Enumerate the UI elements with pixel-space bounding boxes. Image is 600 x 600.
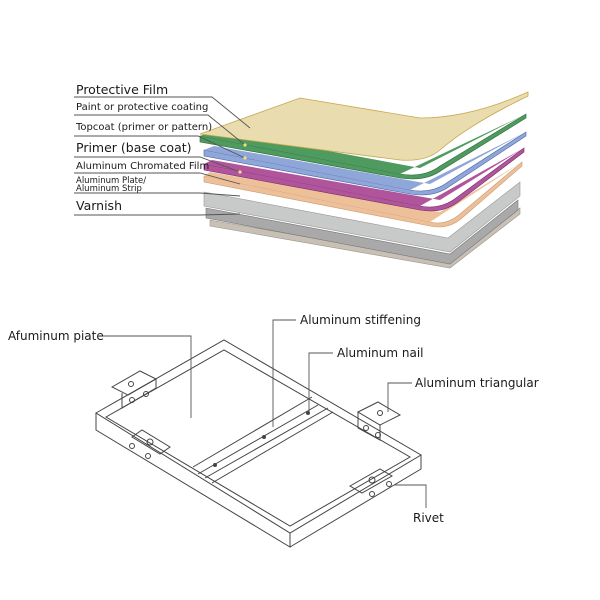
- label-aluminum-plate-panel: Afuminum piate: [8, 329, 104, 343]
- layer-stack: [199, 91, 529, 269]
- label-chromated-film: Aluminum Chromated Film: [76, 161, 210, 172]
- label-topcoat: Topcoat (primer or pattern): [76, 122, 213, 133]
- label-primer: Primer (base coat): [76, 140, 192, 155]
- label-varnish: Varnish: [76, 198, 122, 213]
- label-aluminum-nail: Aluminum nail: [337, 346, 424, 360]
- label-aluminum-plate: Aluminum Plate/: [76, 176, 147, 186]
- label-protective-film: Protective Film: [76, 82, 169, 97]
- label-aluminum-strip: Aluminum Strip: [76, 184, 142, 194]
- label-paint-coating: Paint or protective coating: [76, 102, 209, 113]
- label-aluminum-stiffening: Aluminum stiffening: [300, 313, 421, 327]
- layer-leader-lines: [74, 96, 251, 216]
- layer-markers: [238, 143, 247, 174]
- label-rivet: Rivet: [413, 511, 444, 525]
- panel-drawing: [95, 339, 422, 548]
- label-aluminum-triangular: Aluminum triangular: [415, 376, 539, 390]
- panel-leader-lines: [99, 319, 427, 508]
